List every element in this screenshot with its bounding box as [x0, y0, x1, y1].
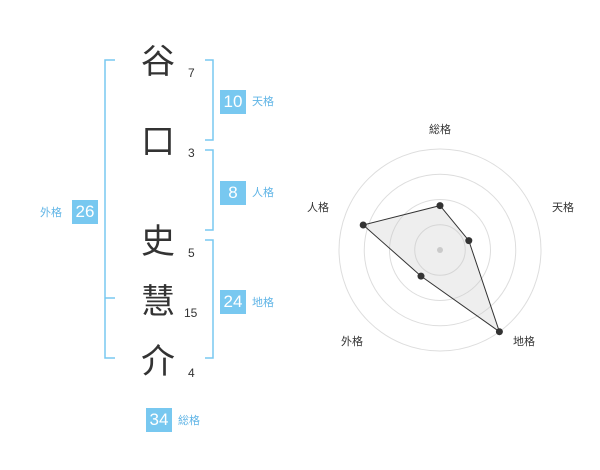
- jinkaku-bracket: [205, 149, 214, 231]
- stroke-count-2: 3: [188, 146, 195, 160]
- radar-point-jinkaku: [359, 221, 367, 229]
- radar-point-gaikaku: [417, 272, 425, 280]
- radar-polygon: [362, 205, 501, 333]
- chikaku-bracket: [205, 239, 214, 359]
- soukaku-label: 総格: [178, 414, 200, 427]
- radar-point-chikaku: [495, 328, 503, 336]
- stroke-count-4: 15: [184, 306, 198, 320]
- name-char-3: 史: [141, 222, 175, 262]
- gaikaku-value-badge: 26: [72, 200, 98, 224]
- radar-label-chikaku: 地格: [513, 335, 535, 348]
- radar-ring: [363, 173, 517, 327]
- radar-point-soukaku: [436, 202, 444, 210]
- radar-label-jinkaku: 人格: [307, 201, 329, 214]
- radar-label-tenkaku: 天格: [552, 201, 574, 214]
- jinkaku-value-badge: 8: [220, 181, 246, 205]
- chikaku-label: 地格: [252, 296, 274, 309]
- radar-ring: [414, 224, 466, 276]
- radar-center: [437, 247, 443, 253]
- stroke-count-3: 5: [188, 246, 195, 260]
- radar-ring: [389, 199, 491, 301]
- name-char-5: 介: [141, 342, 175, 382]
- jinkaku-label: 人格: [252, 186, 274, 199]
- gaikaku-label: 外格: [40, 206, 62, 219]
- chikaku-value-badge: 24: [220, 290, 246, 314]
- tenkaku-label: 天格: [252, 95, 274, 108]
- radar-ring: [338, 148, 542, 352]
- tenkaku-value-badge: 10: [220, 90, 246, 114]
- soukaku-value-badge: 34: [146, 408, 172, 432]
- name-char-2: 口: [141, 122, 175, 162]
- stroke-count-1: 7: [188, 66, 195, 80]
- name-char-1: 谷: [141, 42, 175, 82]
- gaikaku-bracket: [104, 59, 115, 359]
- radar-label-gaikaku: 外格: [341, 335, 363, 348]
- tenkaku-bracket: [205, 59, 214, 141]
- stroke-count-5: 4: [188, 366, 195, 380]
- name-char-4: 慧: [141, 282, 175, 322]
- radar-point-tenkaku: [465, 237, 473, 245]
- radar-label-soukaku: 総格: [429, 123, 451, 136]
